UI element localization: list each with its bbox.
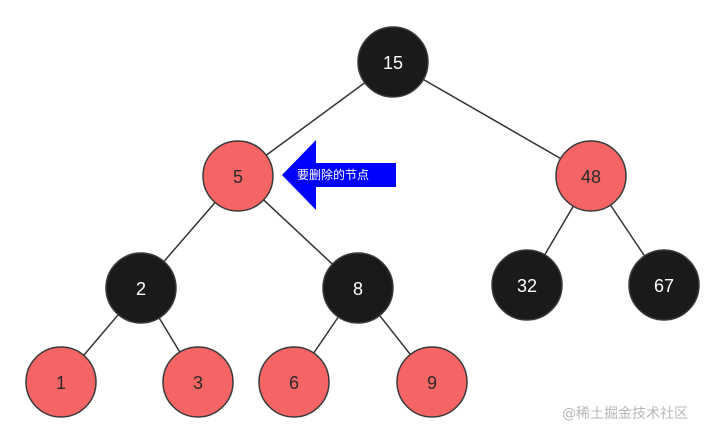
- tree-node: 1: [25, 346, 97, 418]
- red-node-circle: [258, 346, 330, 418]
- black-node-circle: [105, 252, 177, 324]
- node-value-label: 6: [289, 373, 299, 393]
- tree-edges: [60, 61, 665, 383]
- delete-annotation: 要删除的节点: [282, 140, 396, 210]
- node-value-label: 8: [353, 279, 363, 299]
- red-node-circle: [396, 346, 468, 418]
- tree-node: 3: [162, 346, 234, 418]
- red-node-circle: [202, 140, 274, 212]
- black-node-circle: [322, 252, 394, 324]
- node-value-label: 9: [427, 373, 437, 393]
- tree-node: 67: [628, 249, 700, 321]
- node-value-label: 67: [654, 276, 674, 296]
- tree-node: 48: [555, 140, 627, 212]
- black-node-circle: [628, 249, 700, 321]
- node-value-label: 48: [581, 167, 601, 187]
- node-value-label: 3: [193, 373, 203, 393]
- node-value-label: 1: [56, 373, 66, 393]
- red-node-circle: [25, 346, 97, 418]
- tree-node: 15: [357, 26, 429, 98]
- black-node-circle: [491, 249, 563, 321]
- tree-node: 8: [322, 252, 394, 324]
- node-value-label: 2: [136, 279, 146, 299]
- tree-node: 32: [491, 249, 563, 321]
- tree-node: 2: [105, 252, 177, 324]
- node-value-label: 5: [233, 167, 243, 187]
- watermark: @稀土掘金技术社区: [562, 406, 688, 422]
- node-value-label: 15: [383, 53, 403, 73]
- tree-node: 9: [396, 346, 468, 418]
- red-node-circle: [555, 140, 627, 212]
- red-node-circle: [162, 346, 234, 418]
- tree-node: 5: [202, 140, 274, 212]
- tree-nodes: 15 5 48 2 8 32 67 1 3 6 9: [25, 26, 700, 418]
- tree-edge: [392, 61, 592, 177]
- black-node-circle: [357, 26, 429, 98]
- left-arrow-icon: [282, 140, 396, 210]
- node-value-label: 32: [517, 276, 537, 296]
- tree-node: 6: [258, 346, 330, 418]
- annotation-label: 要删除的节点: [297, 167, 369, 182]
